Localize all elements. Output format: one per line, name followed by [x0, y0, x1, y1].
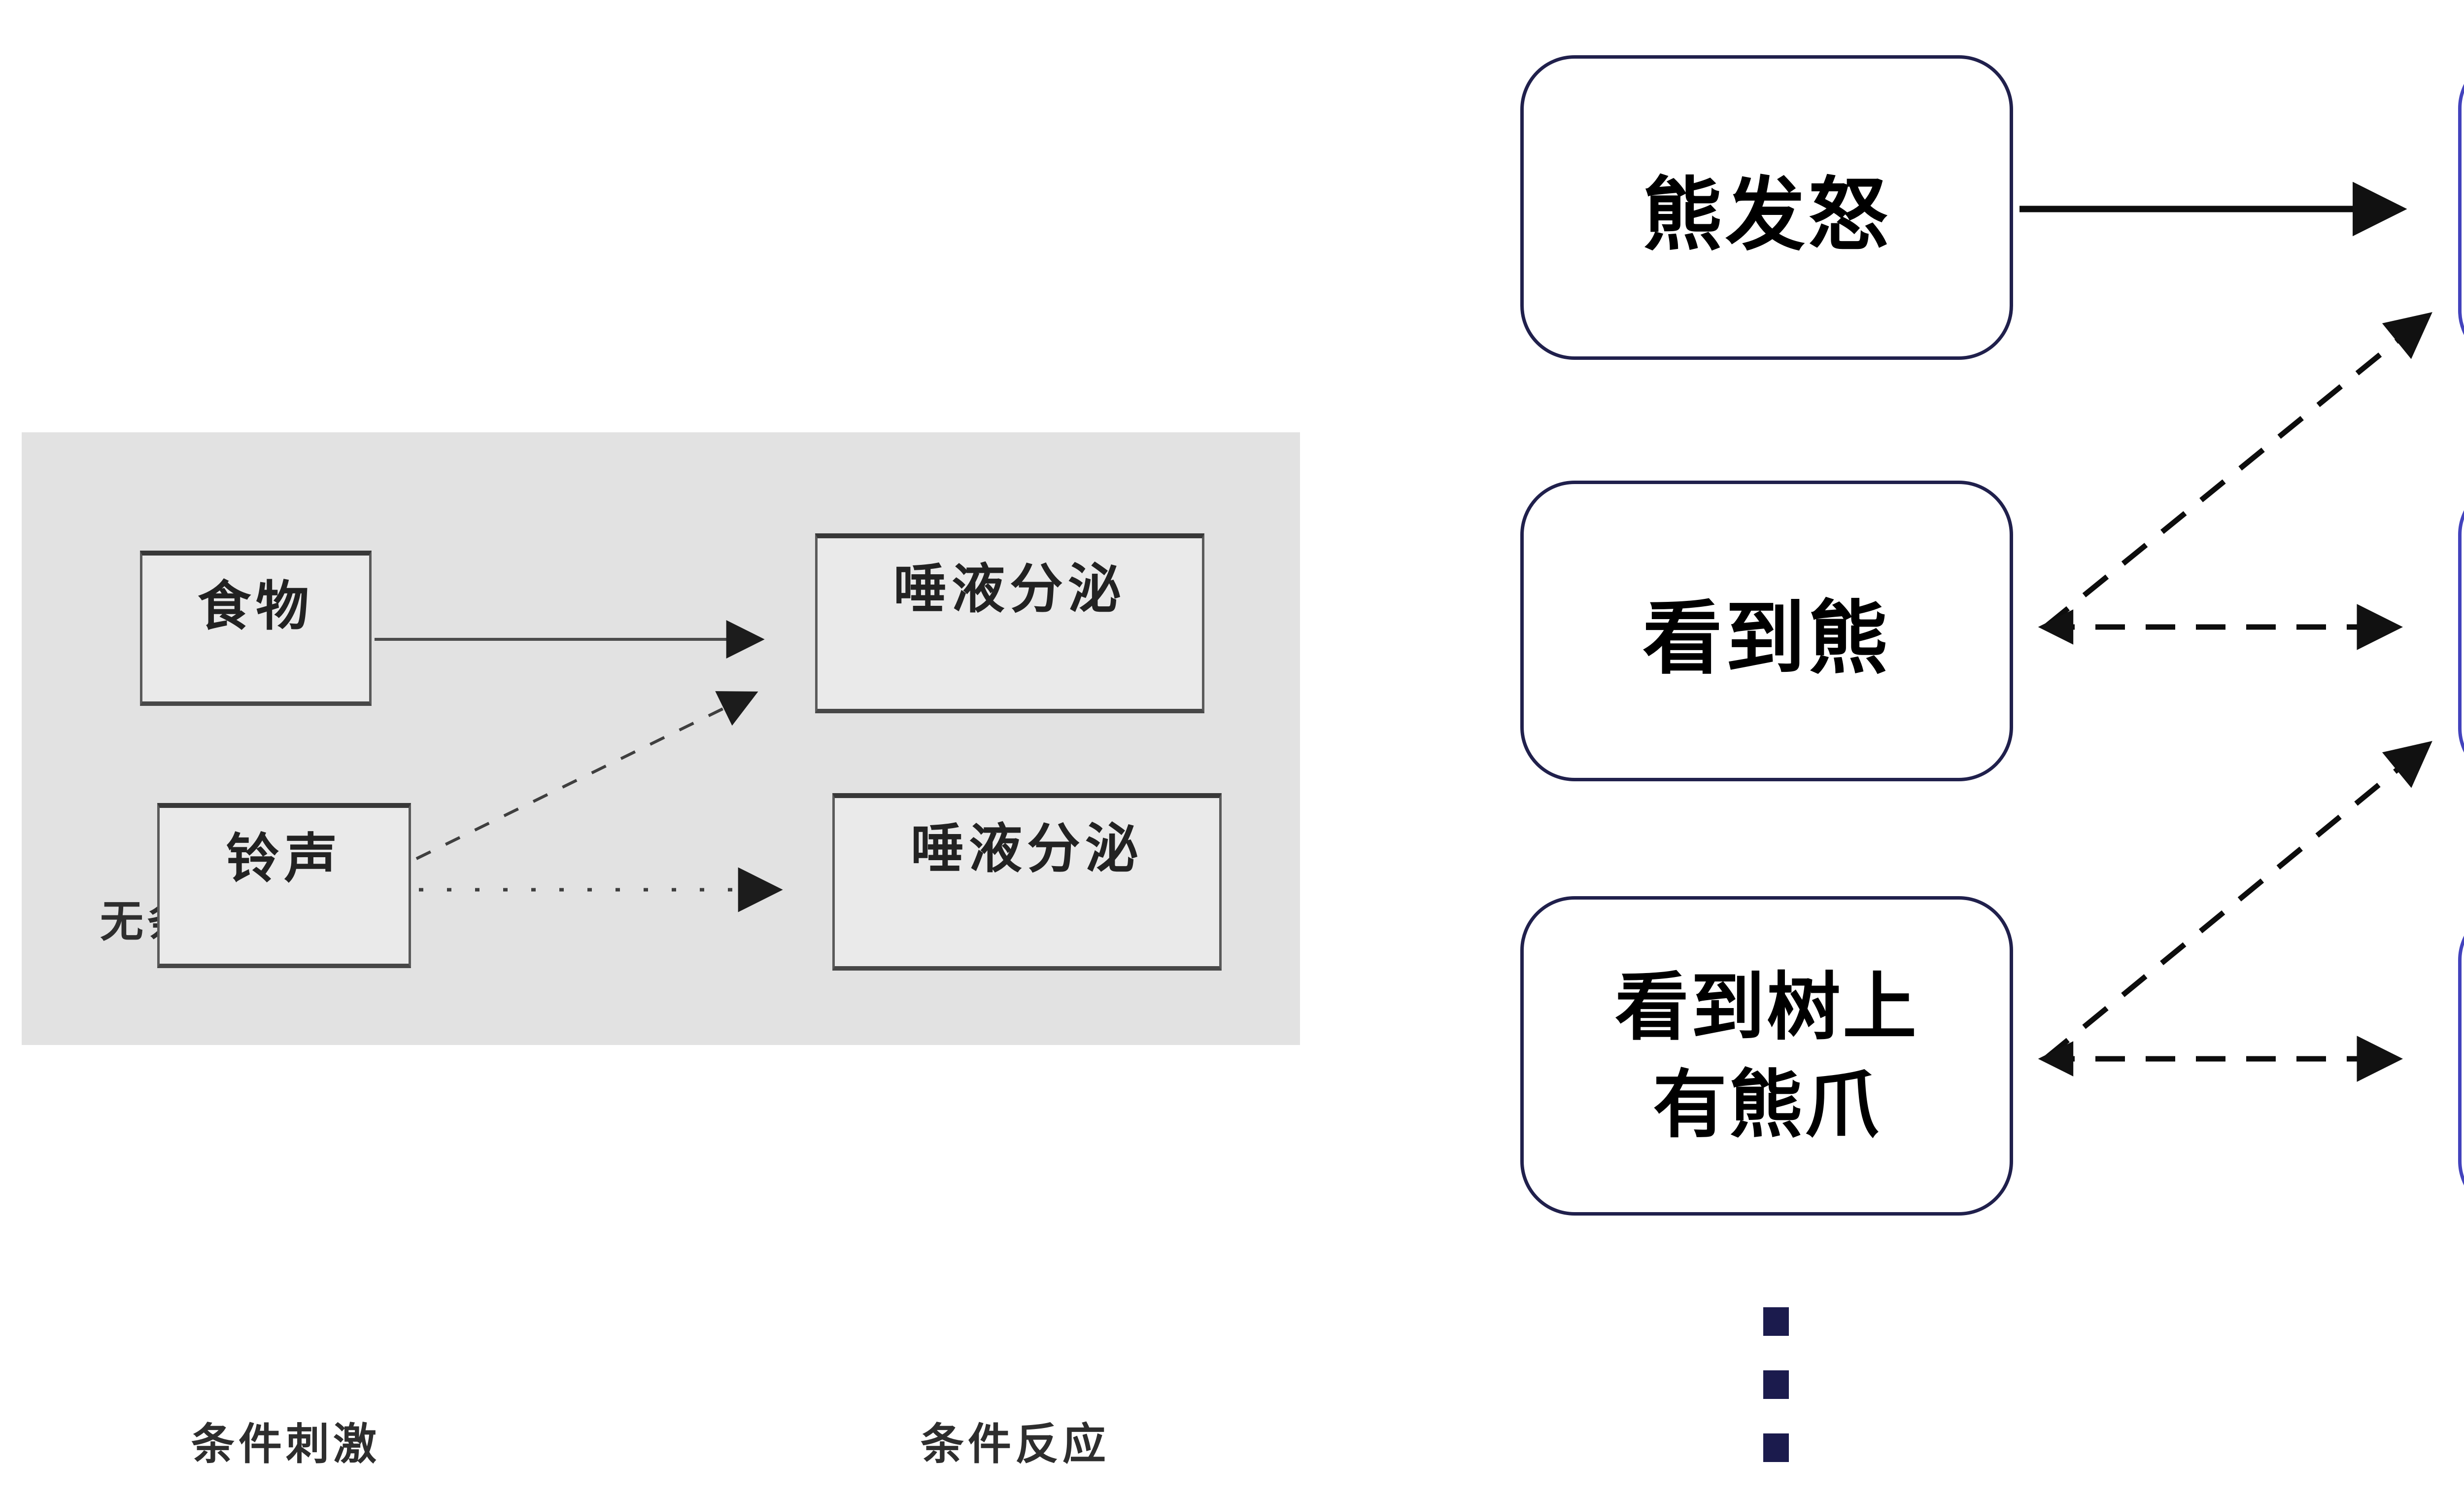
- ellipsis-dots-states: [1763, 1307, 1789, 1462]
- node-see-claw-line1: 看到树上: [1614, 966, 1918, 1048]
- node-food: 食物: [140, 551, 372, 706]
- node-bear-rage: 熊发怒: [1520, 55, 2013, 360]
- node-bell: 铃声: [157, 803, 411, 968]
- node-see-claw: 看到树上 有熊爪: [1520, 896, 2013, 1216]
- node-reward: 奖励: [2458, 54, 2464, 365]
- arrow-seeclaw-to-vnext-dashed: [2043, 741, 2432, 1061]
- dot: [1763, 1370, 1789, 1399]
- node-salivation-top: 唾液分泌: [815, 533, 1204, 713]
- node-value-next-state: V(s′): [2458, 481, 2464, 782]
- node-see-claw-line2: 有熊爪: [1652, 1063, 1881, 1146]
- node-see-bear: 看到熊: [1520, 481, 2013, 781]
- dot: [1763, 1307, 1789, 1336]
- label-conditioned-response: 条件反应: [921, 1420, 1110, 1468]
- node-salivation-bottom: 唾液分泌: [832, 793, 1222, 971]
- node-value-state: V(s): [2458, 906, 2464, 1215]
- dot: [1763, 1433, 1789, 1462]
- arrow-seebear-to-reward-dashed: [2043, 312, 2432, 629]
- label-conditioned-stimulus: 条件刺激: [191, 1420, 381, 1468]
- arrow-bell-to-salivation-top-dashed: [415, 691, 758, 860]
